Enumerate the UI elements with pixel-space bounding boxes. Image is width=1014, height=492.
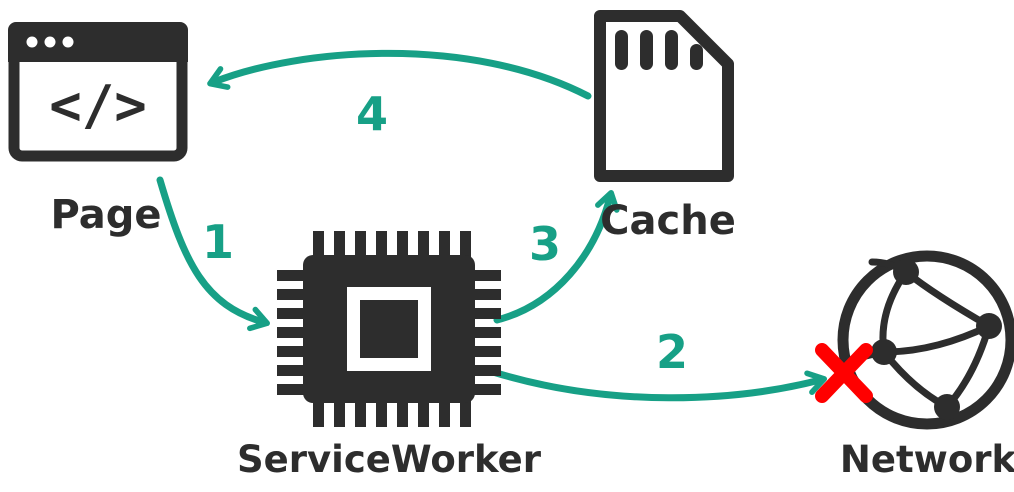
network-error-x-icon <box>815 343 873 403</box>
browser-window-icon: </> <box>8 22 188 162</box>
browser-titlebar <box>8 22 188 62</box>
cache-label: Cache <box>600 198 736 244</box>
network-node: Network <box>815 250 1014 481</box>
browser-dot-icon <box>62 36 74 48</box>
page-node: </> Page <box>8 22 188 238</box>
chip-icon <box>277 231 501 427</box>
edge-step-2-label: 2 <box>656 325 688 379</box>
network-label: Network <box>840 438 1014 481</box>
edge-serviceworker-to-cache <box>493 189 620 324</box>
browser-dot-icon <box>44 36 56 48</box>
edge-page-to-serviceworker <box>156 176 270 332</box>
cache-node: Cache <box>594 10 736 244</box>
edge-step-1-label: 1 <box>202 215 234 269</box>
edges <box>156 49 828 402</box>
page-label: Page <box>51 192 162 238</box>
browser-dot-icon <box>26 36 38 48</box>
serviceworker-label: ServiceWorker <box>237 438 542 481</box>
edge-serviceworker-to-network <box>489 368 828 402</box>
sd-card-icon <box>594 10 734 182</box>
edge-step-4-label: 4 <box>356 87 388 141</box>
code-glyph: </> <box>49 74 147 137</box>
edge-cache-to-page <box>207 49 592 100</box>
edge-step-3-label: 3 <box>529 217 561 271</box>
serviceworker-node: ServiceWorker <box>237 231 542 481</box>
